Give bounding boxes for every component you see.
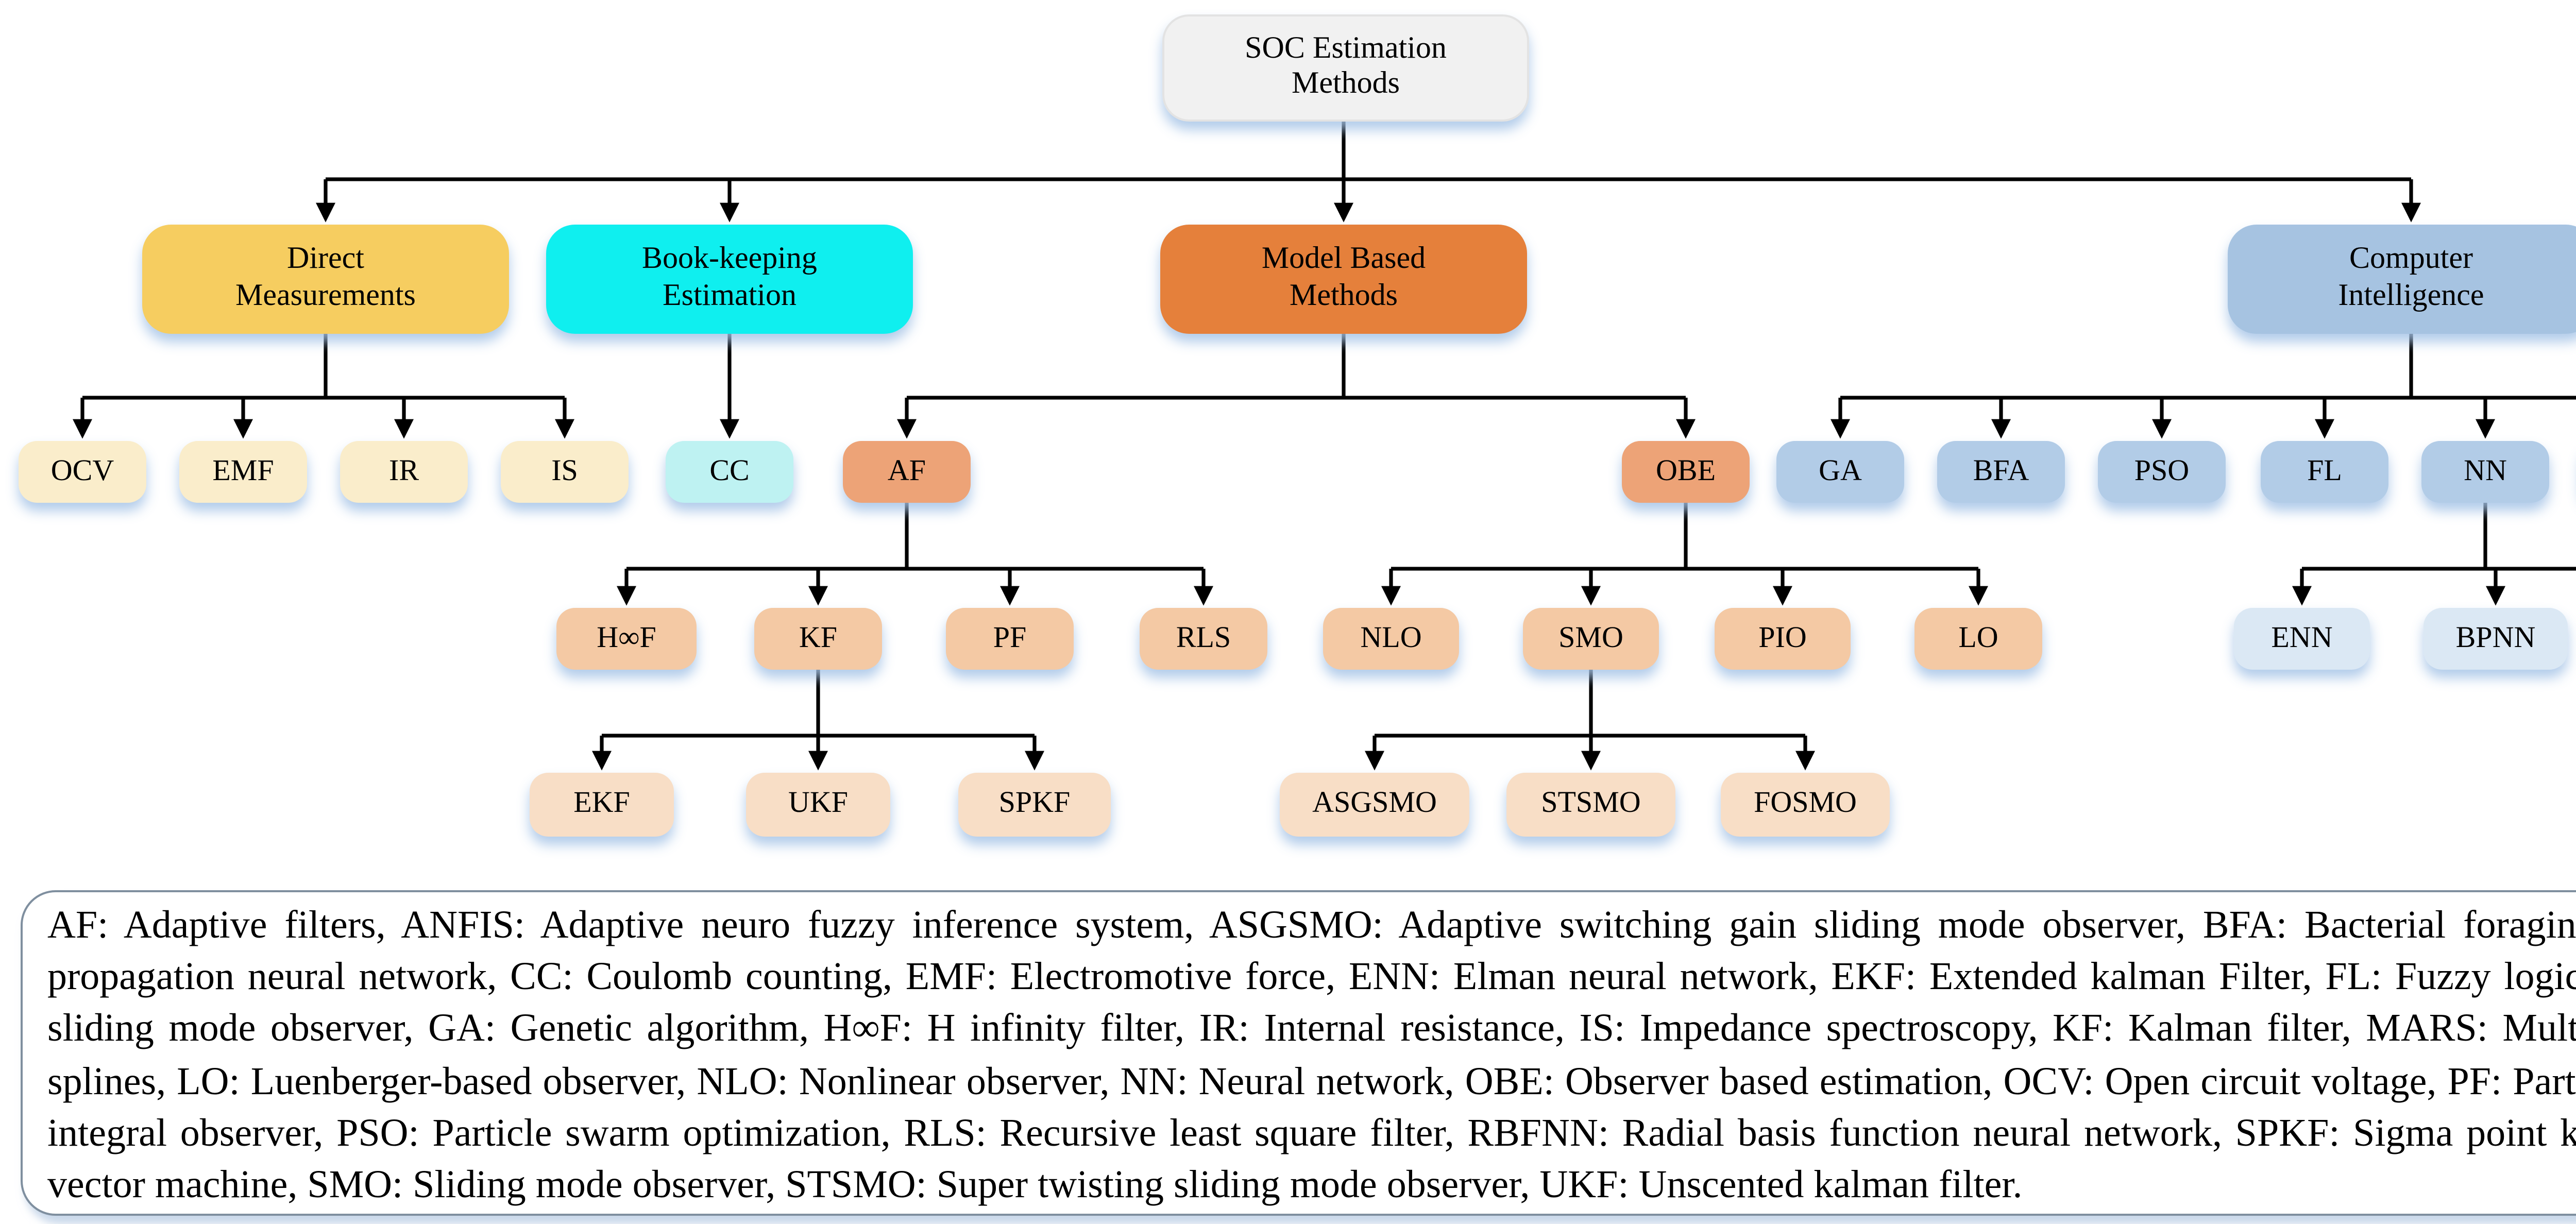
node-book-keeping-estimation: Book-keeping Estimation <box>546 225 913 334</box>
node-label: Book-keeping Estimation <box>642 243 817 312</box>
node-is: IS <box>501 441 629 503</box>
node-label: NLO <box>1360 621 1422 654</box>
legend-box: AF: Adaptive filters, ANFIS: Adaptive ne… <box>21 890 2576 1216</box>
node-pso: PSO <box>2098 441 2226 503</box>
node-label: FOSMO <box>1754 787 1857 820</box>
node-label: SOC Estimation Methods <box>1245 32 1447 101</box>
node-cc: CC <box>666 441 793 503</box>
node-label: SPKF <box>998 787 1071 820</box>
node-label: Direct Measurements <box>235 243 416 312</box>
node-bfa: BFA <box>1937 441 2065 503</box>
node-bpnn: BPNN <box>2424 608 2568 670</box>
node-label: KF <box>799 621 838 654</box>
node-enn: ENN <box>2234 608 2370 670</box>
node-label: OBE <box>1656 454 1716 487</box>
node-label: NN <box>2464 454 2507 487</box>
node-label: BPNN <box>2455 621 2536 654</box>
node-nlo: NLO <box>1323 608 1459 670</box>
legend-text: AF: Adaptive filters, ANFIS: Adaptive ne… <box>47 905 2576 1208</box>
node-emf: EMF <box>179 441 307 503</box>
node-kf: KF <box>754 608 882 670</box>
node-label: BFA <box>1973 454 2029 487</box>
node-pio: PIO <box>1715 608 1851 670</box>
node-label: ENN <box>2271 621 2333 654</box>
node-label: Computer Intelligence <box>2338 243 2484 312</box>
node-label: STSMO <box>1541 787 1641 820</box>
node-ekf: EKF <box>530 773 674 837</box>
node-label: ASGSMO <box>1312 787 1437 820</box>
node-stsmo: STSMO <box>1506 773 1675 837</box>
node-rls: RLS <box>1140 608 1267 670</box>
node-model-based-methods: Model Based Methods <box>1160 225 1527 334</box>
node-nn: NN <box>2421 441 2549 503</box>
node-label: IS <box>551 454 578 487</box>
node-label: OCV <box>50 454 114 487</box>
node-ukf: UKF <box>746 773 890 837</box>
node-computer-intelligence: Computer Intelligence <box>2228 225 2576 334</box>
node-asgsmo: ASGSMO <box>1280 773 1469 837</box>
node-label: H∞F <box>597 621 656 654</box>
node-label: PIO <box>1758 621 1807 654</box>
node-label: CC <box>709 454 750 487</box>
node-label: PSO <box>2134 454 2190 487</box>
node-spkf: SPKF <box>958 773 1111 837</box>
node-label: EMF <box>212 454 274 487</box>
node-direct-measurements: Direct Measurements <box>142 225 509 334</box>
node-ga: GA <box>1776 441 1904 503</box>
node-label: PF <box>993 621 1027 654</box>
node-label: GA <box>1819 454 1862 487</box>
node-label: LO <box>1958 621 1998 654</box>
node-pf: PF <box>946 608 1074 670</box>
node-lo: LO <box>1914 608 2042 670</box>
node-label: EKF <box>573 787 630 820</box>
node-obe: OBE <box>1622 441 1750 503</box>
node-fosmo: FOSMO <box>1721 773 1890 837</box>
node-fl: FL <box>2261 441 2388 503</box>
node-label: UKF <box>788 787 848 820</box>
node-label: Model Based Methods <box>1261 243 1426 312</box>
node-h-infinity-filter: H∞F <box>556 608 697 670</box>
node-ocv: OCV <box>19 441 146 503</box>
node-soc-estimation-methods: SOC Estimation Methods <box>1162 14 1529 122</box>
node-ir: IR <box>340 441 468 503</box>
node-label: AF <box>887 454 926 487</box>
node-label: IR <box>389 454 419 487</box>
node-smo: SMO <box>1523 608 1659 670</box>
node-label: FL <box>2307 454 2342 487</box>
node-label: RLS <box>1176 621 1231 654</box>
node-label: SMO <box>1558 621 1623 654</box>
node-af: AF <box>843 441 971 503</box>
